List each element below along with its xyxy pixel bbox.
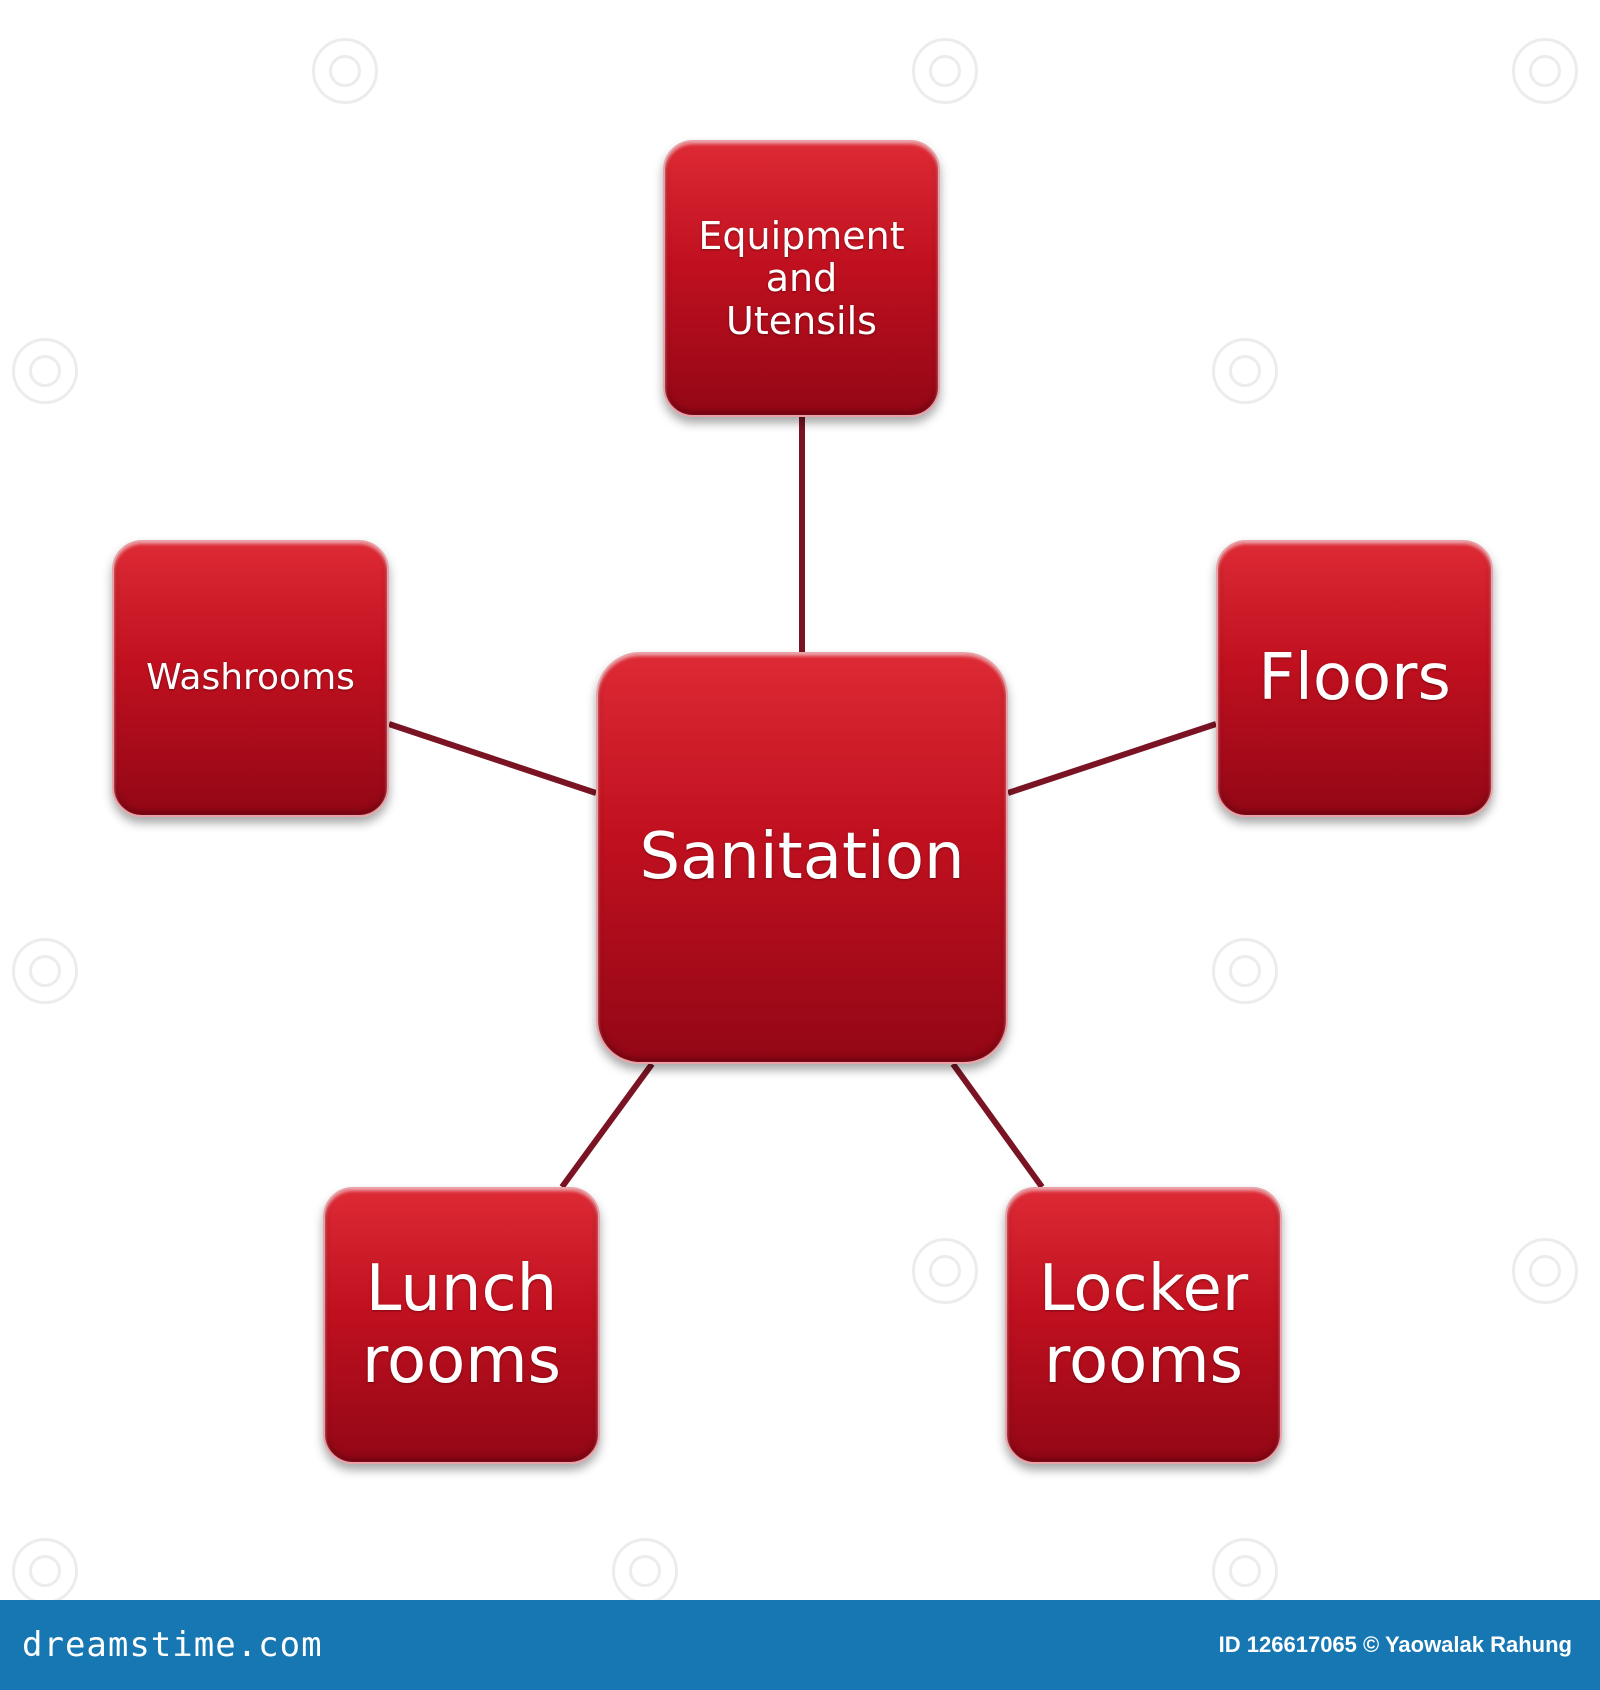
node-equipment-and-utensils: Equipment and Utensils: [663, 140, 940, 417]
connector-left: [388, 721, 597, 796]
watermark-icon: [912, 1238, 978, 1304]
footer-logo: dreamstime.com: [22, 1625, 323, 1665]
watermark-icon: [12, 1538, 78, 1604]
watermark-icon: [1212, 338, 1278, 404]
connector-right: [1007, 721, 1217, 796]
watermark-icon: [312, 38, 378, 104]
node-lunch-rooms: Lunch rooms: [323, 1187, 600, 1464]
stock-footer-bar: dreamstime.com ID 126617065 © Yaowalak R…: [0, 1600, 1600, 1690]
connector-bottom-right: [950, 1062, 1045, 1189]
node-locker-rooms: Locker rooms: [1005, 1187, 1282, 1464]
node-sanitation: Sanitation: [596, 652, 1008, 1064]
node-washrooms: Washrooms: [112, 540, 389, 817]
watermark-icon: [612, 1538, 678, 1604]
watermark-icon: [1512, 1238, 1578, 1304]
watermark-icon: [1212, 1538, 1278, 1604]
footer-credit: ID 126617065 © Yaowalak Rahung: [1218, 1632, 1572, 1657]
sanitation-diagram: Equipment and Utensils Washrooms Floors …: [12, 38, 1578, 1604]
watermark-icon: [12, 938, 78, 1004]
connector-lines: [388, 417, 1217, 1189]
watermark-icon: [912, 38, 978, 104]
node-floors: Floors: [1216, 540, 1493, 817]
watermark-icon: [1512, 38, 1578, 104]
connector-bottom-left: [559, 1062, 655, 1189]
watermark-icon: [1212, 938, 1278, 1004]
watermark-icon: [12, 338, 78, 404]
